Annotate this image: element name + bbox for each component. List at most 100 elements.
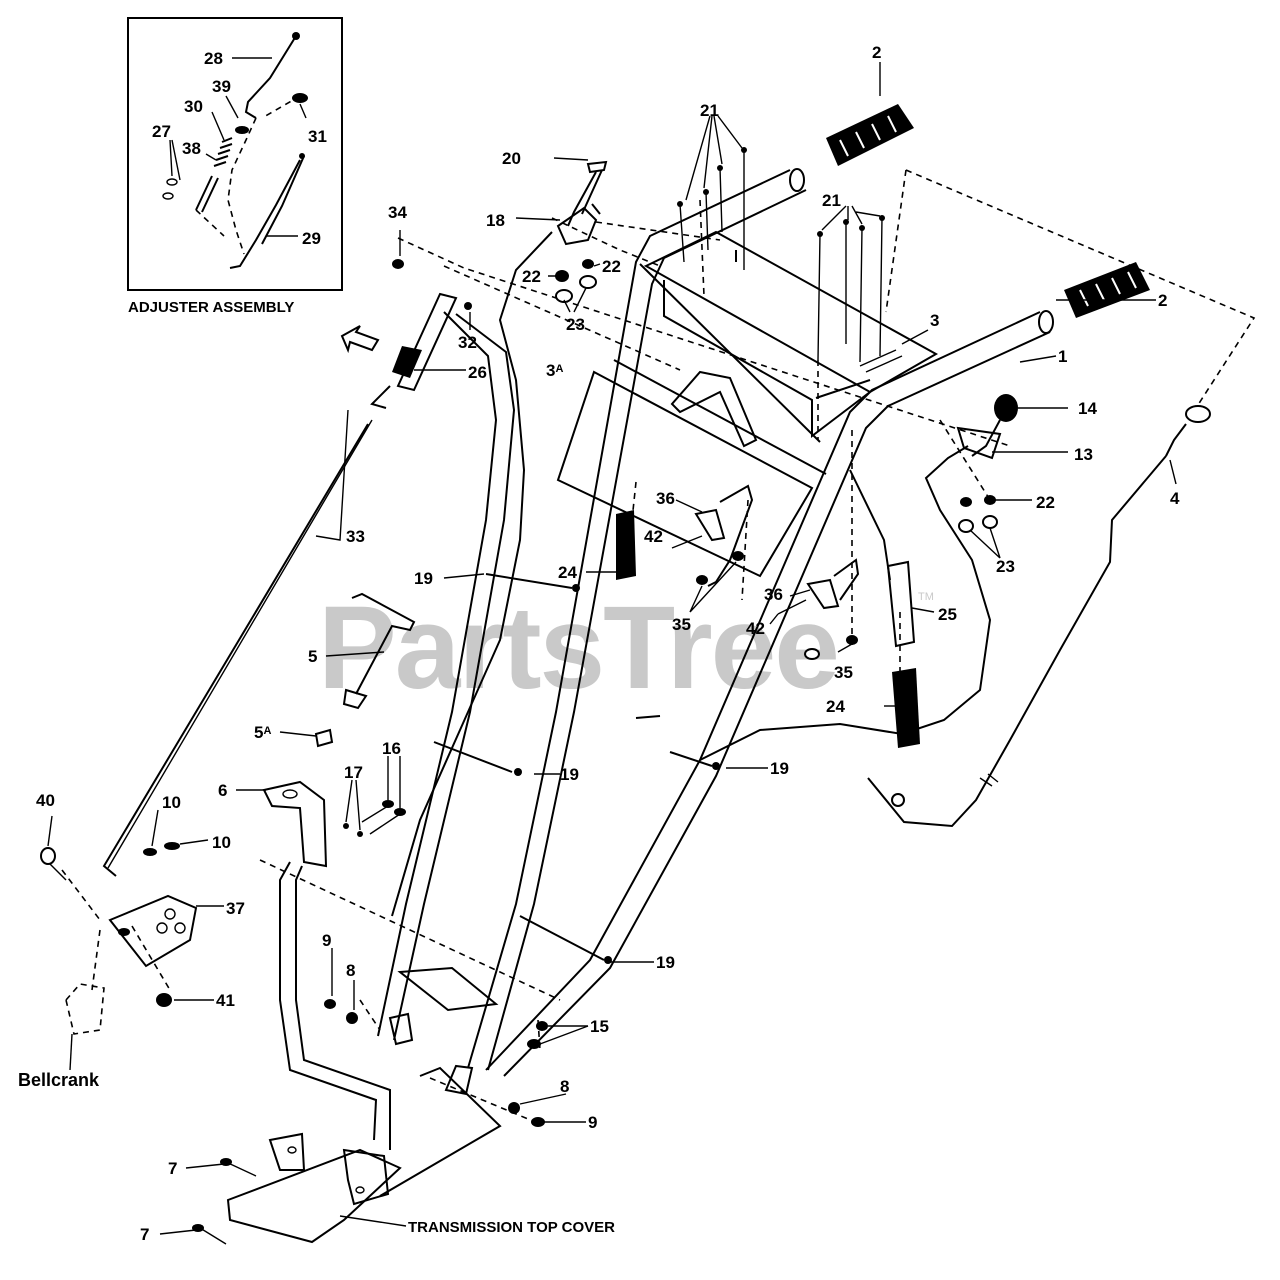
spring-10b [164, 842, 180, 850]
callout-24-right: 24 [826, 697, 845, 716]
callout-7-lower: 7 [140, 1225, 149, 1244]
nut-15b [527, 1039, 541, 1049]
inset-title: ADJUSTER ASSEMBLY [128, 299, 294, 316]
adjuster-26 [370, 292, 458, 409]
grip-24a [616, 510, 636, 580]
nut-15a [536, 1021, 548, 1031]
callout-23-right: 23 [996, 557, 1015, 576]
bracket-13 [956, 426, 1002, 460]
callout-2-top: 2 [872, 43, 881, 62]
washer-31 [292, 93, 308, 103]
bracket-36a [694, 484, 754, 587]
lower-leg-left-outer [393, 313, 516, 1041]
callout-37: 37 [226, 899, 245, 918]
transmission-cover-label: TRANSMISSION TOP COVER [408, 1219, 615, 1236]
handle-right-outer [485, 311, 1041, 1071]
control-panel-3 [643, 230, 939, 394]
callout-19-right: 19 [770, 759, 789, 778]
callout-27: 27 [152, 122, 171, 141]
callout-15: 15 [590, 1017, 609, 1036]
washer-39 [235, 126, 249, 134]
callout-22-left: 22 [522, 267, 541, 286]
callout-36-right: 36 [764, 585, 783, 604]
shift-link-rod [279, 861, 378, 1141]
spring-30 [213, 137, 233, 167]
callout-6: 6 [218, 781, 227, 800]
pin-42a [671, 535, 703, 549]
callout-24-left: 24 [558, 563, 577, 582]
callout-20: 20 [502, 149, 521, 168]
callout-33: 33 [346, 527, 365, 546]
callout-26: 26 [468, 363, 487, 382]
grip-upper [826, 104, 914, 166]
spring-10a [143, 848, 157, 856]
rod-33 [102, 423, 369, 877]
lower-leg-left-inner [377, 311, 498, 1037]
lever-20 [567, 160, 608, 227]
callout-22-mid: 22 [602, 257, 621, 276]
callout-32: 32 [458, 333, 477, 352]
nut-35d [846, 635, 858, 645]
adjuster-dashed-link [227, 117, 257, 255]
bracket-37 [108, 894, 198, 968]
nut-22b [582, 259, 594, 269]
callout-13: 13 [1074, 445, 1093, 464]
bolt-34 [392, 259, 404, 269]
sleeve-38 [195, 175, 219, 213]
bolt-40 [40, 847, 56, 865]
bushing-5a [314, 728, 334, 748]
inset-frame [127, 17, 343, 291]
callout-30: 30 [184, 97, 203, 116]
callout-14: 14 [1078, 399, 1097, 418]
callout-9-right: 9 [588, 1113, 597, 1132]
nut-35b [732, 551, 744, 561]
handle-right-inner [503, 331, 1051, 1077]
adjuster-rod-end [292, 32, 300, 40]
watermark-tm: TM [918, 591, 934, 603]
callout-3: 3 [930, 311, 939, 330]
callout-4: 4 [1170, 489, 1180, 508]
nut-8a [346, 1012, 358, 1024]
screws-16-17 [343, 800, 406, 837]
callout-41: 41 [216, 991, 235, 1010]
grip-25 [886, 560, 916, 648]
callout-42-left: 42 [644, 527, 663, 546]
callout-9-left: 9 [322, 931, 331, 950]
bellcrank-label: Bellcrank [18, 1070, 100, 1090]
nut-9a [324, 999, 336, 1009]
nut-32 [464, 302, 472, 310]
adjuster-rod-lower [229, 159, 301, 269]
panel-3a [556, 370, 814, 578]
transmission-cover [226, 1066, 502, 1244]
washer-23c [958, 519, 974, 533]
grip-24b [892, 668, 920, 748]
callout-8-left: 8 [346, 961, 355, 980]
clip-27a [166, 178, 178, 186]
adjuster-rod-upper [244, 35, 297, 119]
shift-bracket-6 [262, 780, 328, 868]
handle-frame [377, 168, 1054, 1096]
callout-28: 28 [204, 49, 223, 68]
adjuster-assembly-inset: 28 39 30 27 38 31 29 ADJUSTER ASSEMBLY [127, 17, 343, 316]
bracket-18 [556, 203, 601, 246]
shift-rod-5 [342, 592, 416, 710]
direction-arrow-icon [340, 325, 380, 354]
cable-left [391, 231, 553, 917]
callout-2-right: 2 [1158, 291, 1167, 310]
callout-7-upper: 7 [168, 1159, 177, 1178]
callout-31: 31 [308, 127, 327, 146]
callout-8-right: 8 [560, 1077, 569, 1096]
bellcrank-shape [65, 983, 105, 1035]
screws-7 [192, 1158, 257, 1245]
nut-35a [696, 575, 708, 585]
pin-42b [777, 599, 807, 615]
clip-27b [162, 192, 174, 200]
callout-19-lower: 19 [656, 953, 675, 972]
callout-19-upper: 19 [414, 569, 433, 588]
nut-22c [960, 497, 972, 507]
callout-34: 34 [388, 203, 407, 222]
callout-29: 29 [302, 229, 321, 248]
callouts: 2 21 21 20 18 22 22 23 34 32 3 2 1 14 13… [36, 43, 1180, 1244]
choke-cable-4 [867, 405, 1211, 828]
